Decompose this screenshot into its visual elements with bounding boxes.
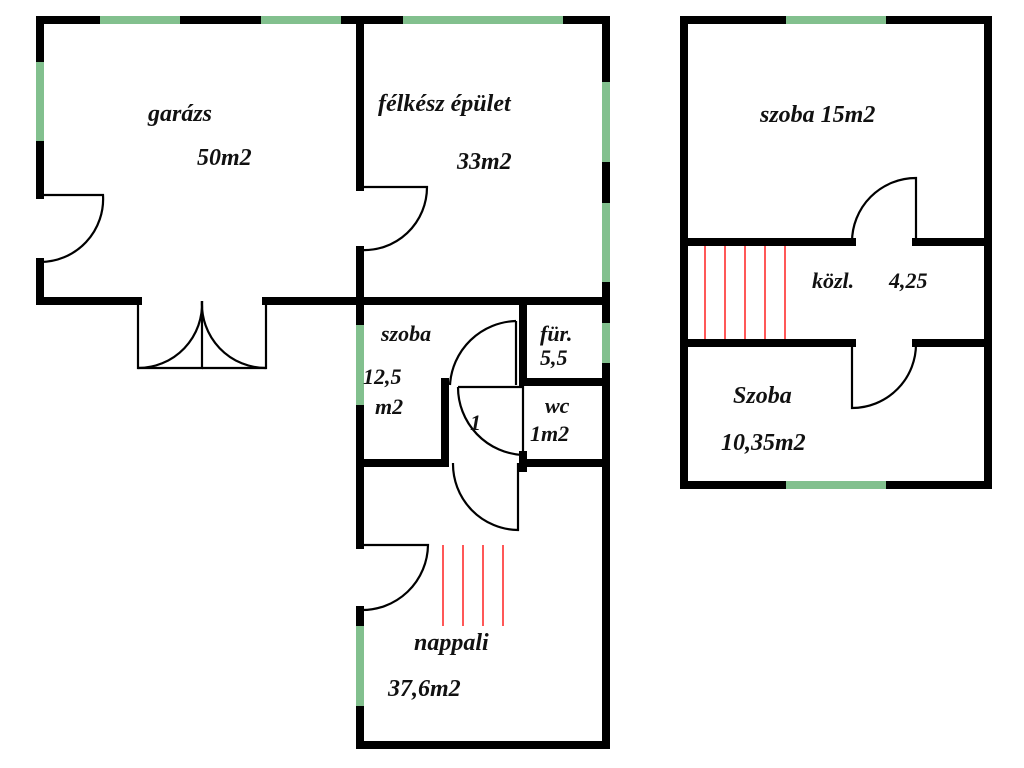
szoba15-label: szoba 15m2 [759, 102, 875, 128]
szoba15-door [850, 176, 918, 243]
garazs-name: garázs [147, 101, 212, 127]
hall-door [451, 462, 520, 532]
upper-floor: szoba 15m2 közl. 4,25 Szoba 10,35m2 [680, 16, 992, 489]
fur-name: für. [540, 321, 572, 346]
wc-name: wc [545, 393, 570, 418]
door-marker: 1 [470, 410, 481, 435]
szoba-door [448, 319, 518, 386]
garage-double-door [136, 300, 268, 370]
szoba-area-1: 12,5 [363, 364, 402, 389]
garage-side-door [39, 193, 105, 264]
szoba1035-name: Szoba [733, 383, 792, 409]
felkesz-area: 33m2 [456, 149, 512, 175]
upper-stairs [704, 246, 786, 339]
garazs-area: 50m2 [197, 145, 252, 171]
nappali-entry-door [359, 543, 430, 612]
felkesz-name: félkész épület [378, 91, 512, 117]
ground-stairs [442, 545, 504, 626]
szoba1035-door [850, 342, 918, 410]
garage-walls [36, 16, 610, 305]
fur-area: 5,5 [540, 345, 568, 370]
ground-floor: garázs 50m2 félkész épület 33m2 szoba 12… [36, 16, 610, 749]
nappali-name: nappali [414, 630, 489, 656]
wc-door [456, 385, 525, 457]
wc-area: 1m2 [530, 421, 569, 446]
felkesz-door [359, 185, 429, 252]
szoba-area-2: m2 [375, 394, 403, 419]
szoba1035-area: 10,35m2 [721, 430, 806, 456]
szoba-name: szoba [380, 321, 431, 346]
kozl-name: közl. [812, 268, 854, 293]
upper-walls [680, 16, 992, 489]
kozl-area: 4,25 [888, 268, 928, 293]
nappali-area: 37,6m2 [387, 676, 461, 702]
